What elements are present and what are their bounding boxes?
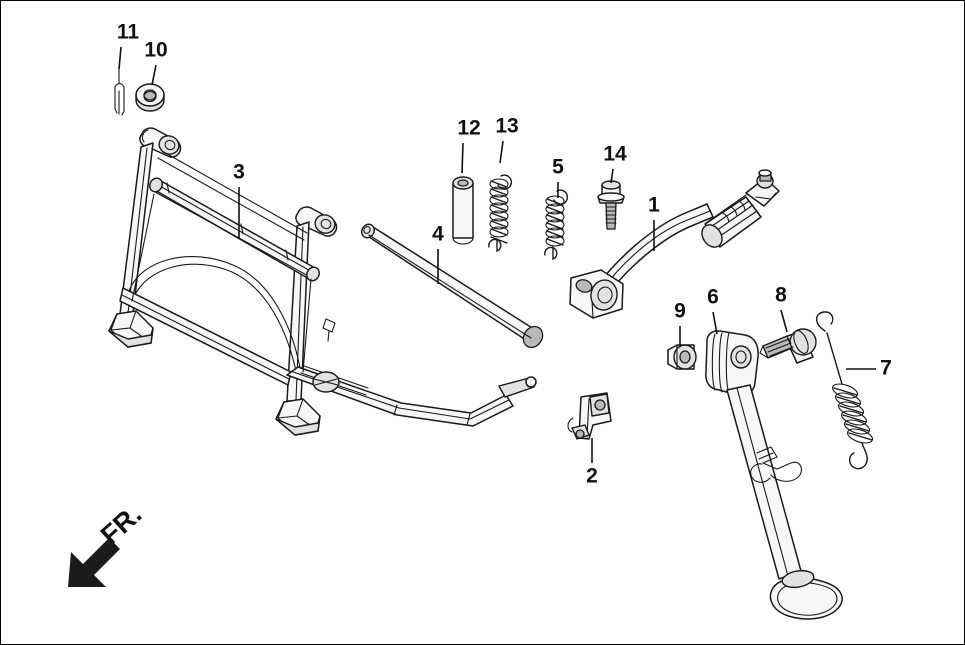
part-4-center-stand-pivot-shaft [361,223,544,349]
part-5-center-stand-return-spring [544,189,569,261]
callout-number-9: 9 [674,300,686,323]
callout-number-12: 12 [457,117,480,140]
part-10-plain-washer [135,83,165,112]
part-9-flange-nut [667,344,697,370]
callout-number-3: 3 [233,161,245,184]
leader-line-13 [499,140,504,164]
part-1-gear-shift-pedal [569,169,780,319]
part-13-center-stand-spring-long [488,174,513,253]
leader-line-8 [780,309,788,333]
part-11-cotter-pin [114,68,125,116]
callout-number-11: 11 [117,21,140,44]
part-14-flange-bolt [597,180,625,230]
callout-number-4: 4 [432,223,444,246]
callout-number-7: 7 [880,357,892,380]
callout-number-10: 10 [144,39,167,62]
leader-line-12 [461,142,464,174]
callout-number-2: 2 [586,465,598,488]
callout-number-8: 8 [775,284,787,307]
leader-line-10 [151,64,157,86]
leader-line-6 [712,311,718,335]
callout-number-13: 13 [495,115,518,138]
callout-number-14: 14 [603,143,627,166]
leader-line-11 [118,46,122,70]
part-12-collar-bushing [452,176,474,245]
part-8-side-stand-pivot-bolt [759,328,817,364]
front-direction-label: FR. [95,499,147,550]
callout-number-1: 1 [648,194,660,217]
callout-group: 1 2 3 4 5 6 7 8 9 10 11 12 13 14 [117,21,892,488]
callout-number-5: 5 [552,156,564,179]
part-3-main-center-stand [108,127,537,436]
part-6-side-stand [705,330,843,620]
part-2-side-stand-switch-bracket [567,392,612,440]
leader-line-14 [610,168,614,184]
part-7-side-stand-spring [815,311,874,470]
callout-number-6: 6 [707,286,719,309]
front-direction-marker: FR. [68,499,147,587]
front-arrow-icon [68,538,120,587]
